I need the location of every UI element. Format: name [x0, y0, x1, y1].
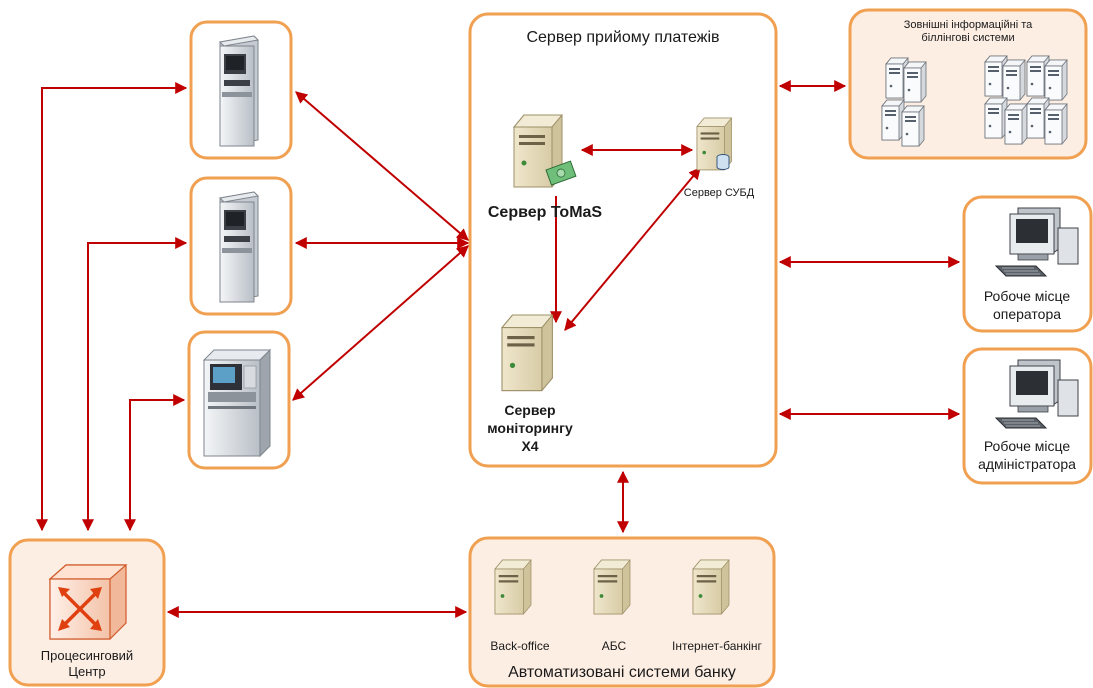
processing-center-label-line2: Центр — [68, 664, 105, 679]
arrow-atm-server — [292, 245, 469, 401]
dbms-server-label: Сервер СУБД — [684, 187, 755, 199]
external-server-cluster-1-icon — [881, 57, 927, 147]
admin-workstation-label-line2: адміністратора — [978, 456, 1076, 472]
tomas-server-label: Сервер ToMaS — [488, 204, 603, 221]
server-block-title: Сервер прийому платежів — [526, 29, 719, 46]
money-icon — [545, 160, 577, 186]
internet-banking-label: Інтернет-банкінг — [672, 639, 763, 653]
admin-workstation-label-line1: Робоче місце — [984, 438, 1071, 454]
monitoring-server-label-line1: Сервер — [504, 402, 555, 418]
abs-server-icon — [593, 559, 631, 615]
external-systems-label-line1: Зовнішні інформаційні та — [904, 19, 1033, 31]
operator-workstation-label-line2: оператора — [993, 306, 1061, 322]
router-icon — [48, 564, 128, 640]
internet-banking-server-icon — [692, 559, 730, 615]
arrow-processing-atm — [124, 394, 186, 532]
processing-center-label-line1: Процесинговий — [41, 648, 133, 663]
external-systems-label-line2: біллінгові системи — [921, 32, 1014, 44]
operator-workstation-label-line1: Робоче місце — [984, 288, 1071, 304]
payment-kiosk-1-icon — [219, 35, 259, 147]
arrow-processing-kiosk1 — [36, 82, 188, 532]
server-block-box — [468, 12, 778, 468]
arrow-processing-kiosk2 — [82, 237, 188, 532]
arrow-dbms-monitoring — [564, 167, 701, 331]
abs-label: АБС — [602, 639, 627, 653]
database-icon — [716, 154, 730, 170]
payment-kiosk-2-icon — [219, 191, 259, 303]
arrow-kiosk1-server — [295, 91, 469, 241]
bank-systems-title: Автоматизовані системи банку — [508, 664, 736, 681]
monitoring-server-icon — [501, 314, 553, 392]
monitoring-server-label-line2: моніторингу — [487, 420, 573, 436]
connection-arrows — [36, 80, 961, 618]
monitoring-server-label-line3: X4 — [521, 438, 538, 454]
back-office-server-icon — [494, 559, 532, 615]
atm-icon — [203, 349, 271, 457]
back-office-label: Back-office — [490, 639, 549, 653]
